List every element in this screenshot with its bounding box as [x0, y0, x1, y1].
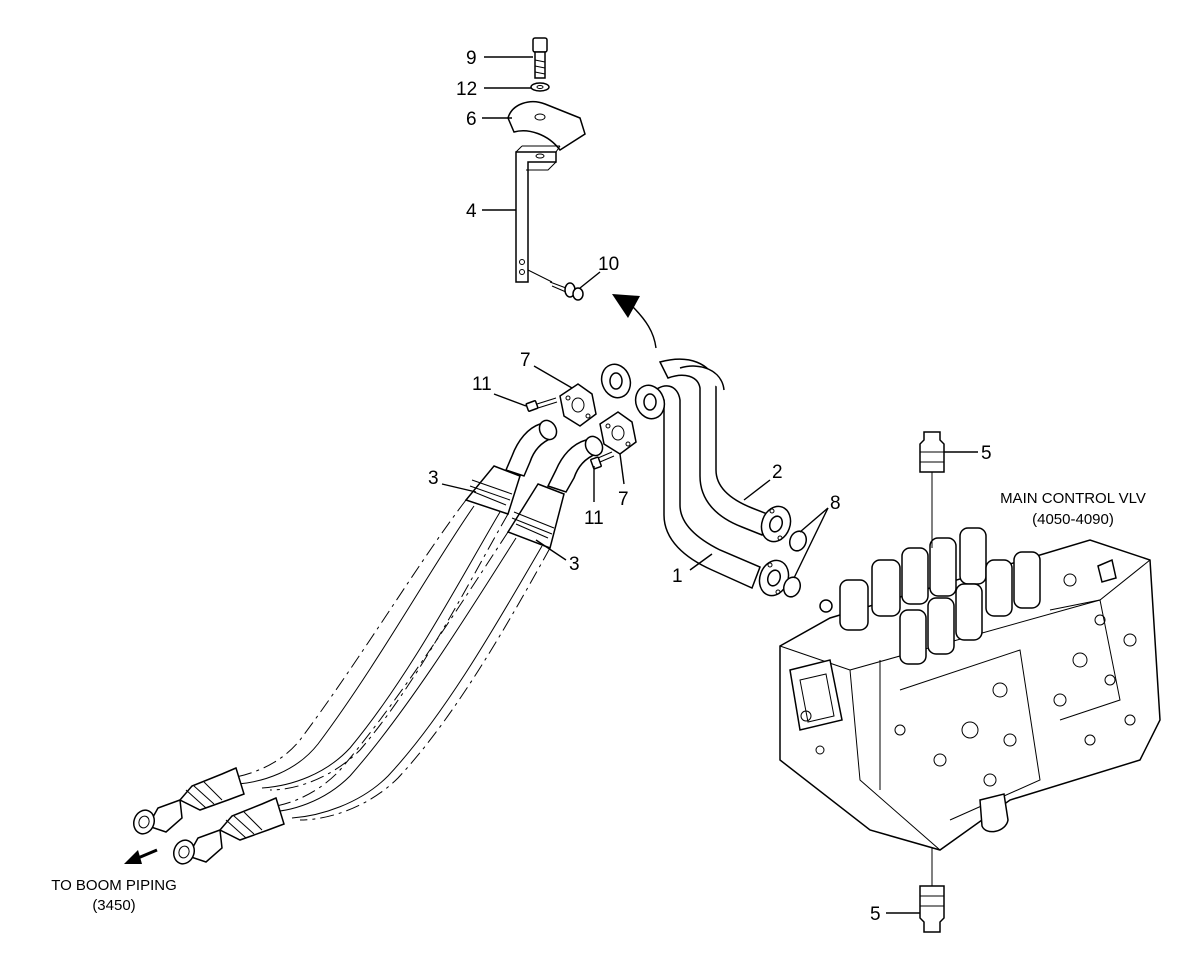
callout-6: 6	[466, 109, 477, 130]
callout-11-lower: 11	[584, 508, 604, 529]
bolt-part-10	[549, 281, 584, 301]
pipe-part-2	[658, 358, 792, 543]
callout-10: 10	[598, 254, 619, 275]
callout-7-lower: 7	[618, 489, 629, 510]
curved-arrow-icon	[612, 294, 657, 349]
pipe-flanges	[600, 363, 666, 420]
callout-11-upper: 11	[472, 374, 492, 395]
callout-12: 12	[456, 79, 477, 100]
main-control-valve-code: (4050-4090)	[1032, 511, 1114, 528]
boom-piping-code: (3450)	[92, 897, 135, 914]
leader-lines	[441, 56, 978, 914]
callout-5-top: 5	[981, 443, 992, 464]
bolt-part-11-upper	[525, 397, 558, 412]
callout-3-right: 3	[569, 554, 580, 575]
clamp-half-part-7-upper	[559, 383, 597, 427]
hose-lower-end-rings	[225, 811, 263, 839]
bracket-assembly	[507, 37, 586, 301]
pipe-part-1	[648, 385, 790, 597]
hose-part-3-lower	[172, 435, 604, 865]
bracket-part-4	[515, 145, 561, 283]
callout-2: 2	[772, 462, 783, 483]
hose-lower-crimp-rings	[511, 511, 555, 539]
callout-8: 8	[830, 493, 841, 514]
plug-part-5-top	[919, 431, 945, 548]
hose-upper-crimp-rings	[469, 479, 513, 506]
clamp-half-part-7-lower	[599, 411, 637, 455]
hose-upper-end-rings	[185, 781, 223, 809]
callout-3-left: 3	[428, 468, 439, 489]
bolt-part-11-lower	[590, 451, 615, 470]
valve-spool-caps	[839, 527, 1041, 665]
boom-piping-label: TO BOOM PIPING	[51, 877, 177, 894]
callout-1: 1	[672, 566, 683, 587]
callout-7-upper: 7	[520, 350, 531, 371]
callout-5-bottom: 5	[870, 904, 881, 925]
washer-part-12	[530, 82, 550, 92]
callout-4: 4	[466, 201, 477, 222]
clamp-cap-part-6	[507, 100, 586, 152]
callout-numbers: 9 12 6 4 10 7 11 11 7 3 3 2 1 8 5 5	[428, 48, 992, 925]
callout-9: 9	[466, 48, 477, 69]
main-control-valve	[779, 527, 1161, 851]
boom-arrow-icon	[124, 848, 158, 864]
valve-port-holes	[800, 573, 1137, 787]
captions: MAIN CONTROL VLV (4050-4090) TO BOOM PIP…	[51, 490, 1146, 914]
hose-part-3-upper	[132, 419, 558, 835]
bolt-part-9	[532, 37, 548, 79]
main-control-valve-label: MAIN CONTROL VLV	[1000, 490, 1146, 507]
plug-part-5-bottom	[919, 848, 945, 933]
